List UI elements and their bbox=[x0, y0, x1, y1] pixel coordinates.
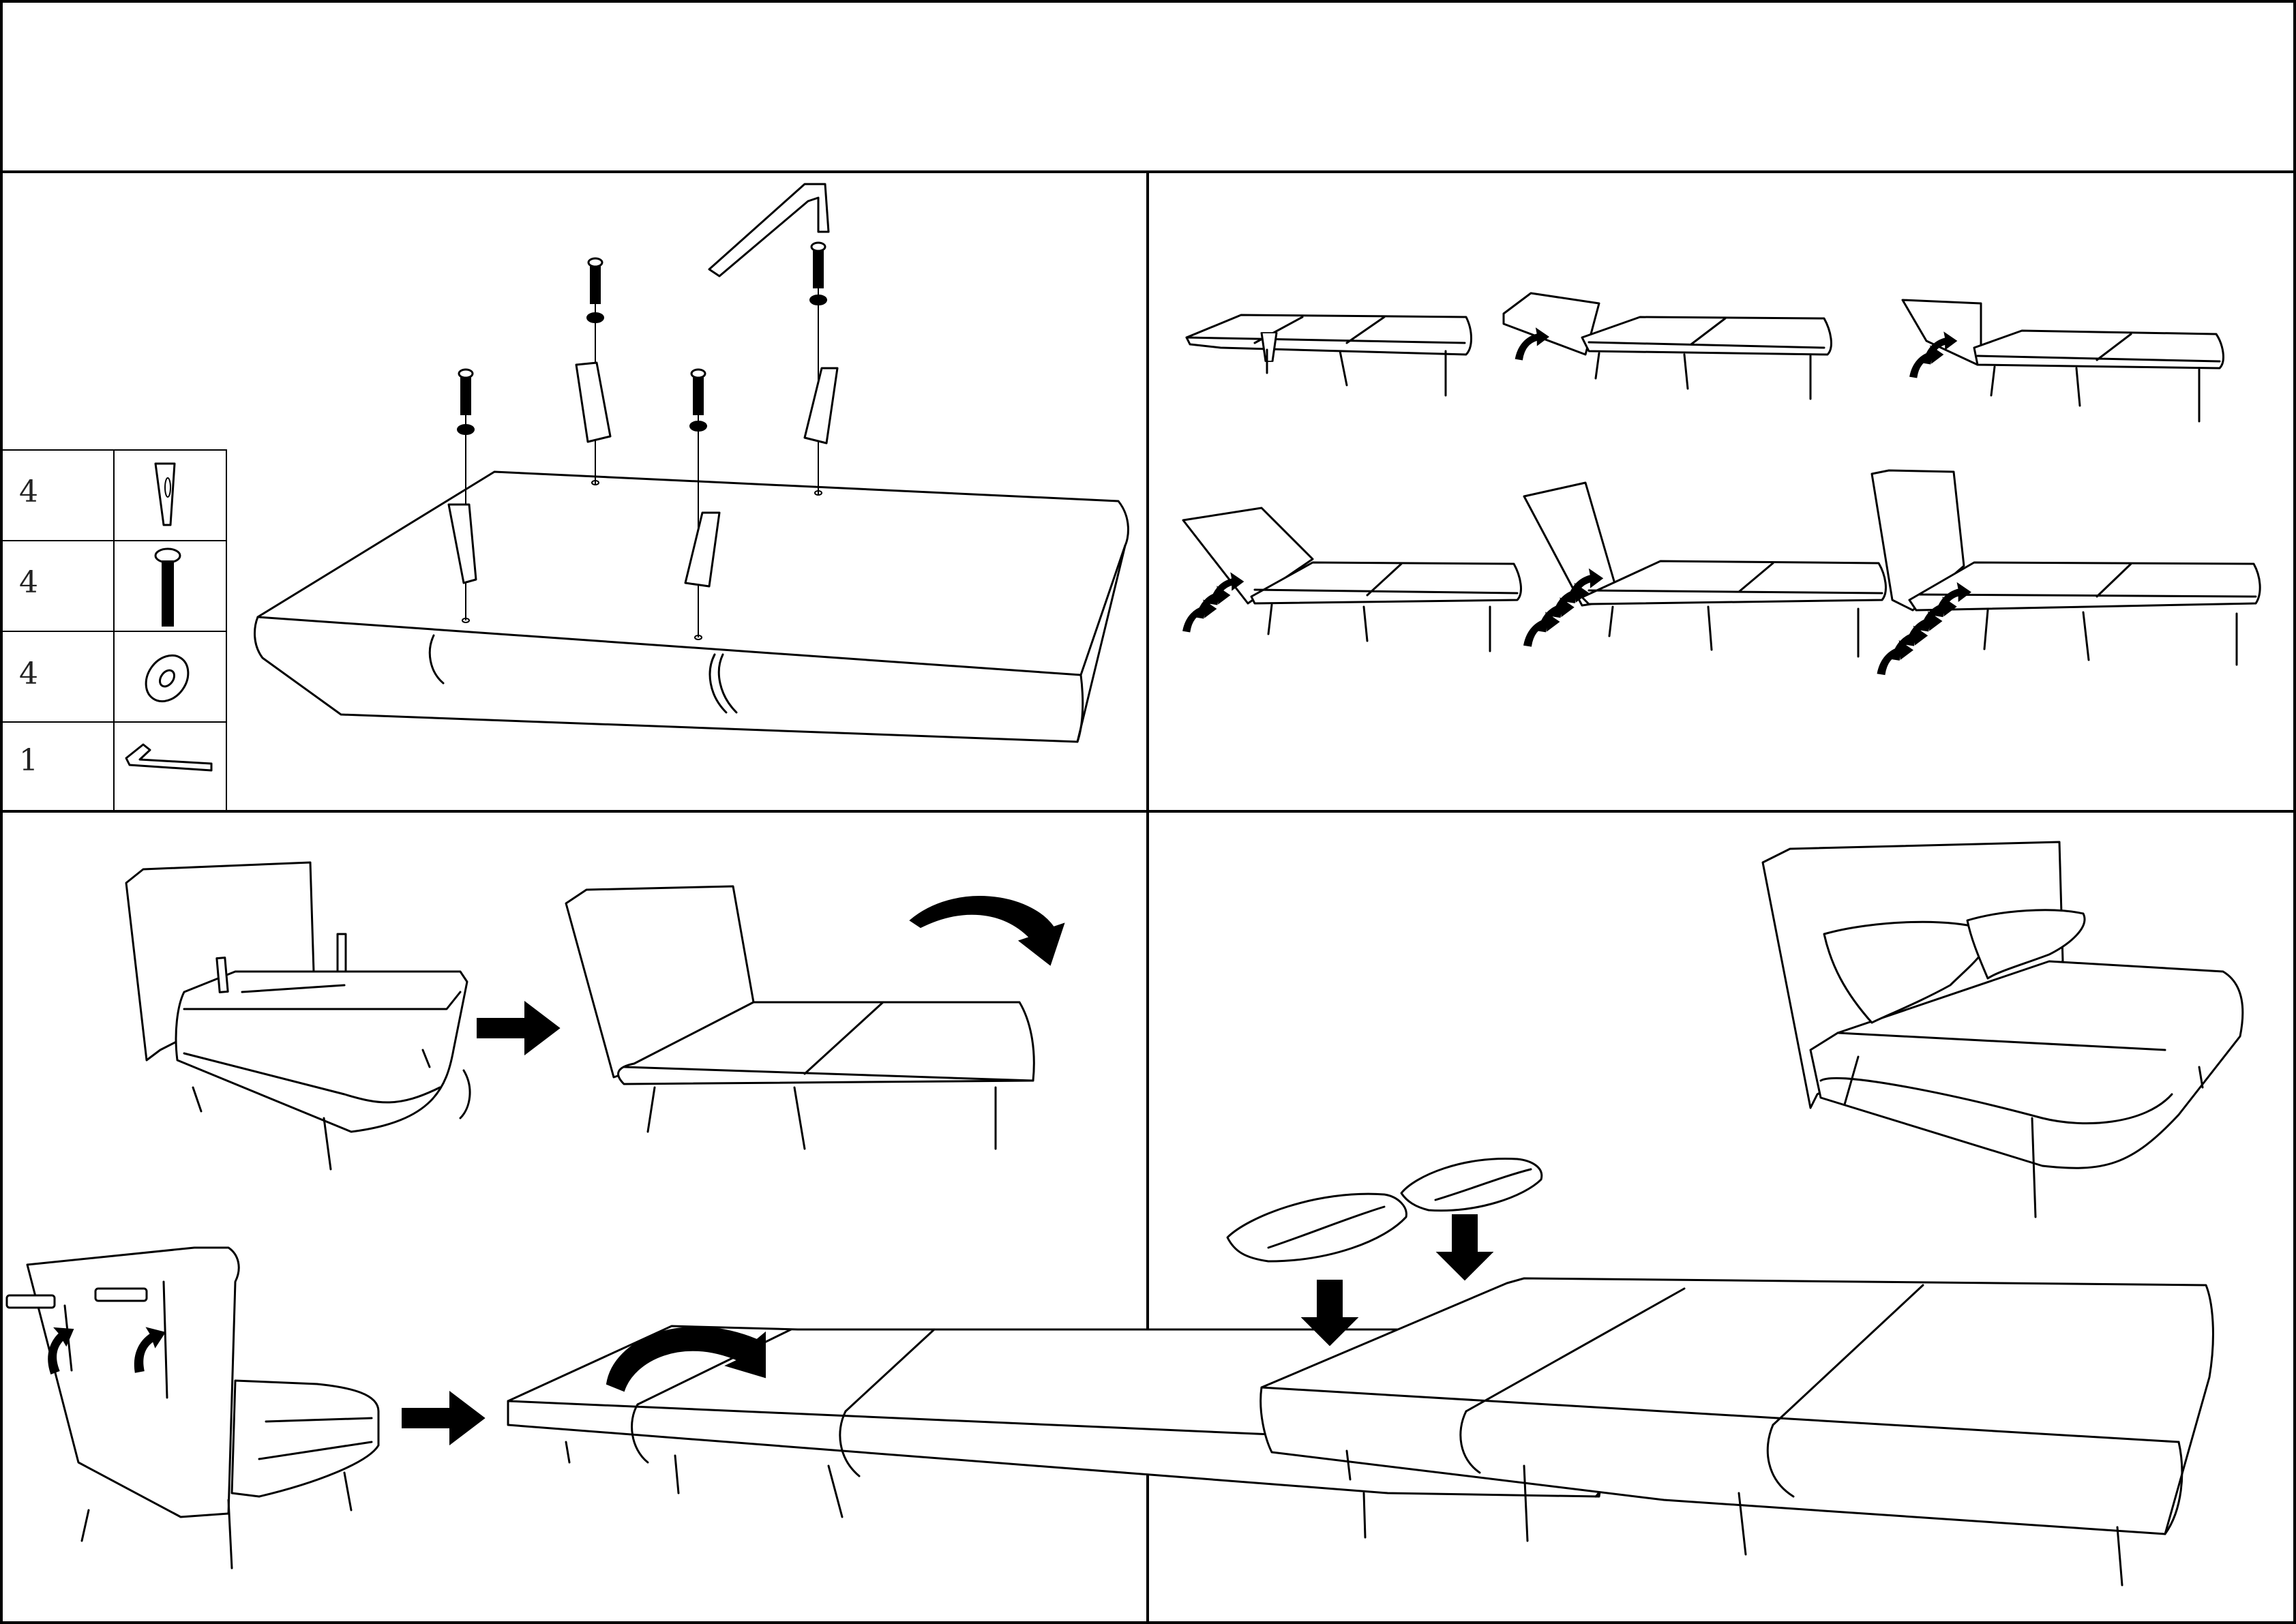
leg-assembly-3 bbox=[684, 368, 721, 640]
pillow-falling-right bbox=[1400, 1157, 1543, 1212]
chair-folded-with-legs bbox=[125, 861, 471, 1171]
parts-qty-washer: 4 bbox=[19, 657, 38, 691]
leg-assembly-2 bbox=[575, 257, 612, 485]
pillow-right bbox=[1966, 909, 2086, 980]
arrow-down-icon bbox=[1437, 1214, 1493, 1280]
leg-icon bbox=[154, 462, 176, 526]
bed-with-pillows-removed bbox=[1259, 1277, 2214, 1587]
sofa-with-pillows bbox=[1761, 841, 2244, 1218]
backrest-position-4 bbox=[1182, 507, 1522, 652]
pillow-left bbox=[1823, 920, 1991, 1024]
backrest-position-3 bbox=[1901, 299, 2224, 423]
backrest-position-1 bbox=[1185, 314, 1472, 397]
backrest-position-5 bbox=[1523, 481, 1887, 658]
sofa-base-underside bbox=[254, 470, 1129, 743]
parts-qty-bolt: 4 bbox=[19, 565, 38, 600]
arrow-right-icon bbox=[477, 1002, 560, 1055]
leg-assembly-1 bbox=[447, 368, 477, 623]
washer-icon bbox=[145, 654, 190, 703]
parts-list-table: 4 4 4 1 bbox=[1, 449, 227, 812]
leg-assembly-4 bbox=[803, 241, 839, 496]
allen-key-icon bbox=[708, 183, 830, 277]
chair-seat-extended bbox=[565, 885, 1065, 1150]
allen-key-icon bbox=[125, 743, 213, 772]
chair-rear-with-handles bbox=[5, 1246, 380, 1569]
step-add-pillows bbox=[1226, 841, 2244, 1587]
pillow-falling-left bbox=[1226, 1192, 1407, 1263]
bolt-icon bbox=[154, 547, 181, 627]
parts-qty-leg: 4 bbox=[19, 475, 38, 509]
backrest-position-6 bbox=[1870, 469, 2261, 676]
arrow-right-icon bbox=[402, 1392, 485, 1445]
backrest-position-2 bbox=[1502, 292, 1832, 400]
parts-qty-allen-key: 1 bbox=[19, 743, 38, 778]
step-adjust-backrest bbox=[1182, 292, 2261, 676]
step-attach-legs bbox=[254, 183, 1129, 743]
